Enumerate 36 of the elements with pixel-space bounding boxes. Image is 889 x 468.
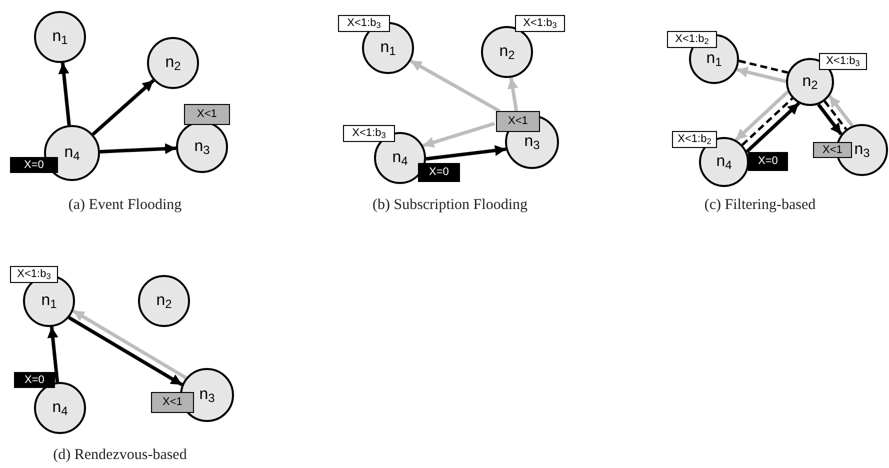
arrow [47,326,60,382]
arrow [68,316,183,386]
arrow [507,77,518,112]
dashed-line [741,97,794,146]
arrow [58,62,71,126]
arrow [828,94,854,127]
arrow [92,78,155,136]
value-tag: X<1:b$_{3}$ [10,266,58,283]
arrow [72,309,187,380]
arrow [422,122,496,148]
value-tag: X<1:b$_{2}$ [667,31,717,48]
dashed-line [824,100,848,130]
value-tag: X=0 [748,152,788,171]
value-tag: X=0 [418,163,460,182]
dashed-line [738,60,788,74]
caption: (b) Subscription Flooding [371,196,528,215]
arrow [736,66,786,84]
value-tag: X=0 [10,157,58,173]
arrow [426,145,506,161]
value-tag: X<1:b$_{2}$ [672,131,717,148]
value-tag: X<1:b$_{3}$ [819,53,867,70]
arrow [100,143,176,154]
arrow [734,90,790,142]
value-tag: X<1 [184,104,230,125]
value-tag: X<1 [496,111,540,132]
caption: (c) Filtering-based [703,196,817,215]
value-tag: X<1:b$_{3}$ [338,15,390,32]
caption: (d) Rendezvous-based [52,446,188,465]
value-tag: X<1:b$_{3}$ [343,125,395,142]
value-tag: X<1 [813,142,852,158]
value-tag: X<1 [151,392,194,413]
arrow [410,59,500,113]
arrow [746,102,800,153]
caption: (a) Event Flooding [67,196,183,215]
value-tag: X<1:b$_{3}$ [515,15,565,32]
value-tag: X=0 [14,372,55,388]
